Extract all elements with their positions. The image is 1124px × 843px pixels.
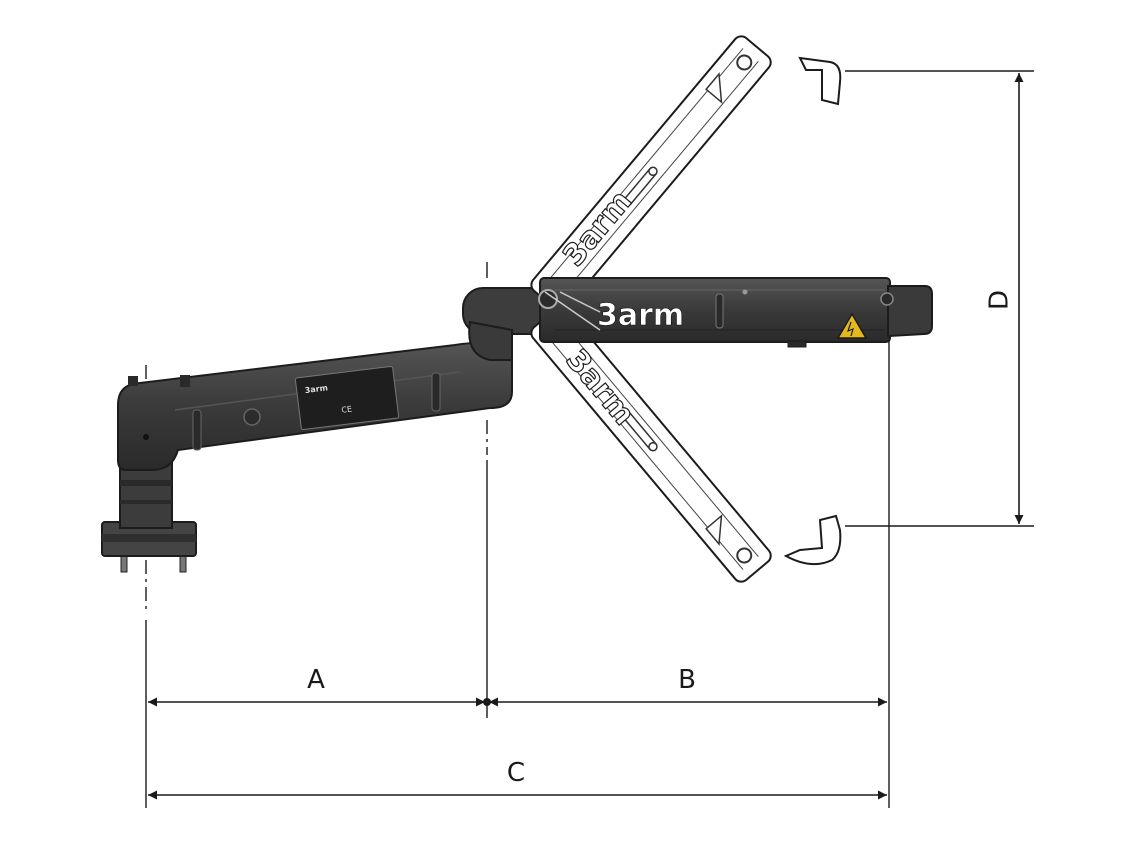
plate-logo-text: 3arm <box>304 383 328 395</box>
dimension-junction-dot <box>483 698 491 706</box>
dimension-a-label: A <box>307 665 325 695</box>
dimension-c-label: C <box>507 758 525 788</box>
elbow-joint <box>462 287 564 361</box>
dimension-lines <box>148 73 1024 800</box>
upper-arm-raised-position: 3arm <box>530 35 842 312</box>
lower-arm: 3arm CE <box>117 341 513 472</box>
horizontal-arm-logo: 3arm <box>597 298 684 333</box>
upper-arm-horizontal: 3arm <box>538 277 933 348</box>
mount-base <box>101 461 197 573</box>
ce-mark: CE <box>341 405 353 415</box>
center-lines <box>145 70 1034 808</box>
warning-label-icon <box>836 312 868 339</box>
dimension-d-label: D <box>985 290 1015 310</box>
product-label-plate: 3arm CE <box>294 365 400 431</box>
dimension-b-label: B <box>678 665 696 695</box>
